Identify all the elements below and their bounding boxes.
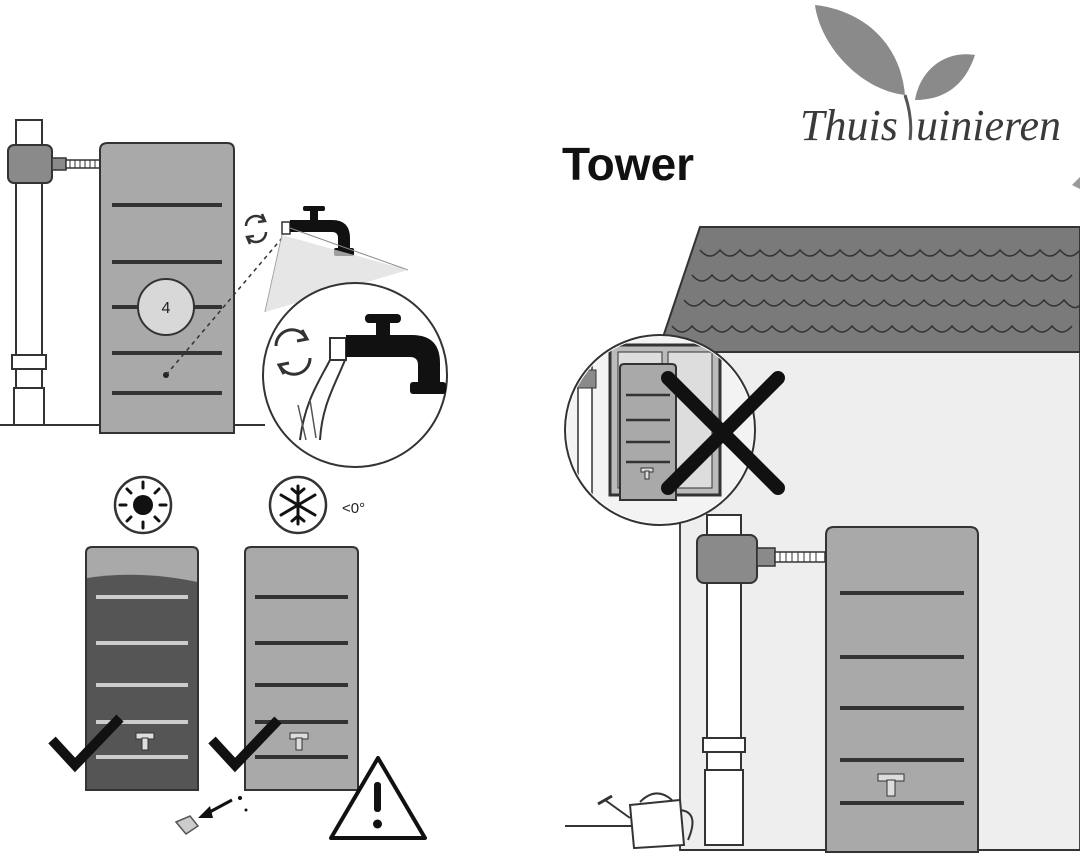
rain-collector <box>7 144 53 184</box>
brand-logo: Thuis uinieren <box>800 5 1080 189</box>
tank-badge-circle <box>137 278 195 336</box>
tank-badge-number: 4 <box>162 300 171 317</box>
tank-summer-tap <box>135 732 155 751</box>
checkmark-icon-2 <box>208 716 282 773</box>
house-scene <box>564 226 1080 853</box>
snowflake-icon <box>268 475 328 535</box>
frost-temperature-label: <0° <box>342 500 365 517</box>
checkmark-icon <box>48 714 124 773</box>
tank-summer <box>85 546 199 791</box>
tap-detail-icon <box>297 314 446 441</box>
sun-icon <box>113 475 173 535</box>
tank-winter-tap <box>289 732 309 751</box>
house-connection-hose <box>774 551 826 563</box>
rotate-arrows-detail-icon <box>274 328 312 376</box>
page-title: Tower <box>562 138 694 190</box>
house-rain-tank <box>825 526 979 853</box>
house-tank-tap <box>877 773 905 797</box>
watering-can-icon <box>597 792 694 850</box>
house-roof <box>656 226 1080 353</box>
drain-plug-icon <box>174 815 200 835</box>
logo-text-right: uinieren <box>916 101 1061 150</box>
tank-installation-topleft: 4 <box>0 119 448 468</box>
wrong-placement-magnifier <box>564 334 785 526</box>
leaf-right-icon <box>915 54 975 100</box>
cross-icon <box>661 371 785 495</box>
magnifier-circle <box>262 282 448 468</box>
leaf-left-icon <box>815 5 905 95</box>
rotate-arrows-icon <box>244 213 268 245</box>
tank-winter <box>244 546 359 791</box>
house-rain-collector <box>696 534 758 584</box>
logo-text-left: Thuis <box>800 101 898 150</box>
drain-arrow-icon <box>198 796 248 818</box>
warning-icon <box>329 756 427 840</box>
